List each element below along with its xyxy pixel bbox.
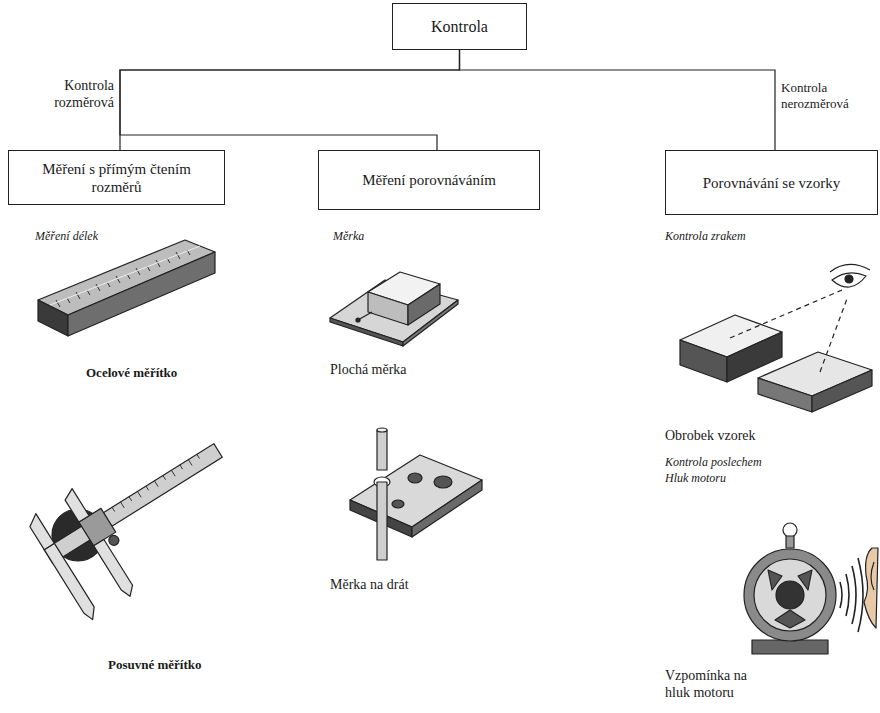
tree-connector [120,50,460,150]
category-box: Měření s přímým čtením rozměrů [8,150,225,205]
category-box: Měření porovnáváním [318,150,540,210]
wire-gauge [350,428,482,560]
branch-label: Kontrola nerozměrová [781,80,877,111]
tool-caption: Posuvné měřítko [108,657,248,673]
flat-gauge [330,272,458,346]
section-label: Kontrola zrakem [665,229,825,243]
vernier-caliper [25,412,259,621]
category-box: Porovnávání se vzorky [665,150,878,215]
motor-listening [744,523,878,654]
box-label: Měření s přímým čtením rozměrů [31,160,202,196]
tool-caption: Plochá měrka [330,362,490,379]
section-label: Měření délek [35,229,175,243]
tree-connector [460,50,776,150]
branch-label: Kontrola rozměrová [24,78,114,112]
root-box: Kontrola [392,3,527,50]
box-label: Měření porovnáváním [362,171,496,189]
section-label: Měrka [333,229,433,243]
section-label: Kontrola poslechem [665,455,825,469]
section-label: Hluk motoru [665,471,785,485]
tool-caption: Obrobek vzorek [665,428,815,445]
box-label: Kontrola [431,17,488,36]
steel-ruler [38,240,215,336]
tool-caption: Měrka na drát [330,577,490,594]
tool-caption: Vzpomínka na hluk motoru [665,668,775,702]
box-label: Porovnávání se vzorky [703,174,840,192]
tree-connector [120,50,460,150]
visual-inspection [680,264,872,412]
tool-caption: Ocelové měřítko [86,365,226,381]
